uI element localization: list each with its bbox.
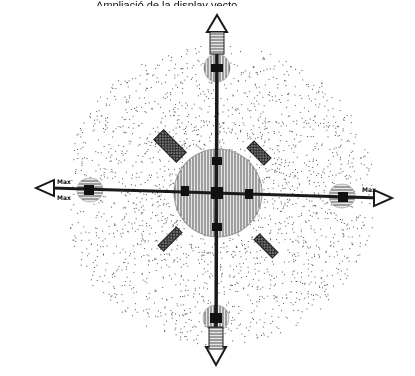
right-top-label: Max [362,187,376,194]
tick-bottom-2 [210,313,222,323]
arrow-right [374,190,392,206]
arrow-left [36,180,54,196]
diagonal-marker-bottom-left [158,227,182,251]
bottom-stem [209,327,223,349]
tick-right-1 [245,189,253,199]
left-bottom-label: Max [57,195,71,202]
tick-left-2 [181,186,189,196]
caption-text: Ampliació de la display vecto [96,0,319,6]
top-stem [210,32,224,54]
tick-right-2 [338,192,348,202]
tick-top-2 [212,157,222,165]
tick-bottom-1 [212,223,222,231]
tick-center [211,187,223,199]
tick-top-1 [211,64,223,72]
arrow-up [207,15,227,32]
tick-left-1 [84,185,94,195]
arrow-down [206,347,226,365]
diagonal-marker-bottom-right [254,234,278,258]
left-top-label: Max [57,179,71,186]
diagonal-marker-top-left [154,130,187,163]
diagonal-marker-top-right [247,141,271,165]
